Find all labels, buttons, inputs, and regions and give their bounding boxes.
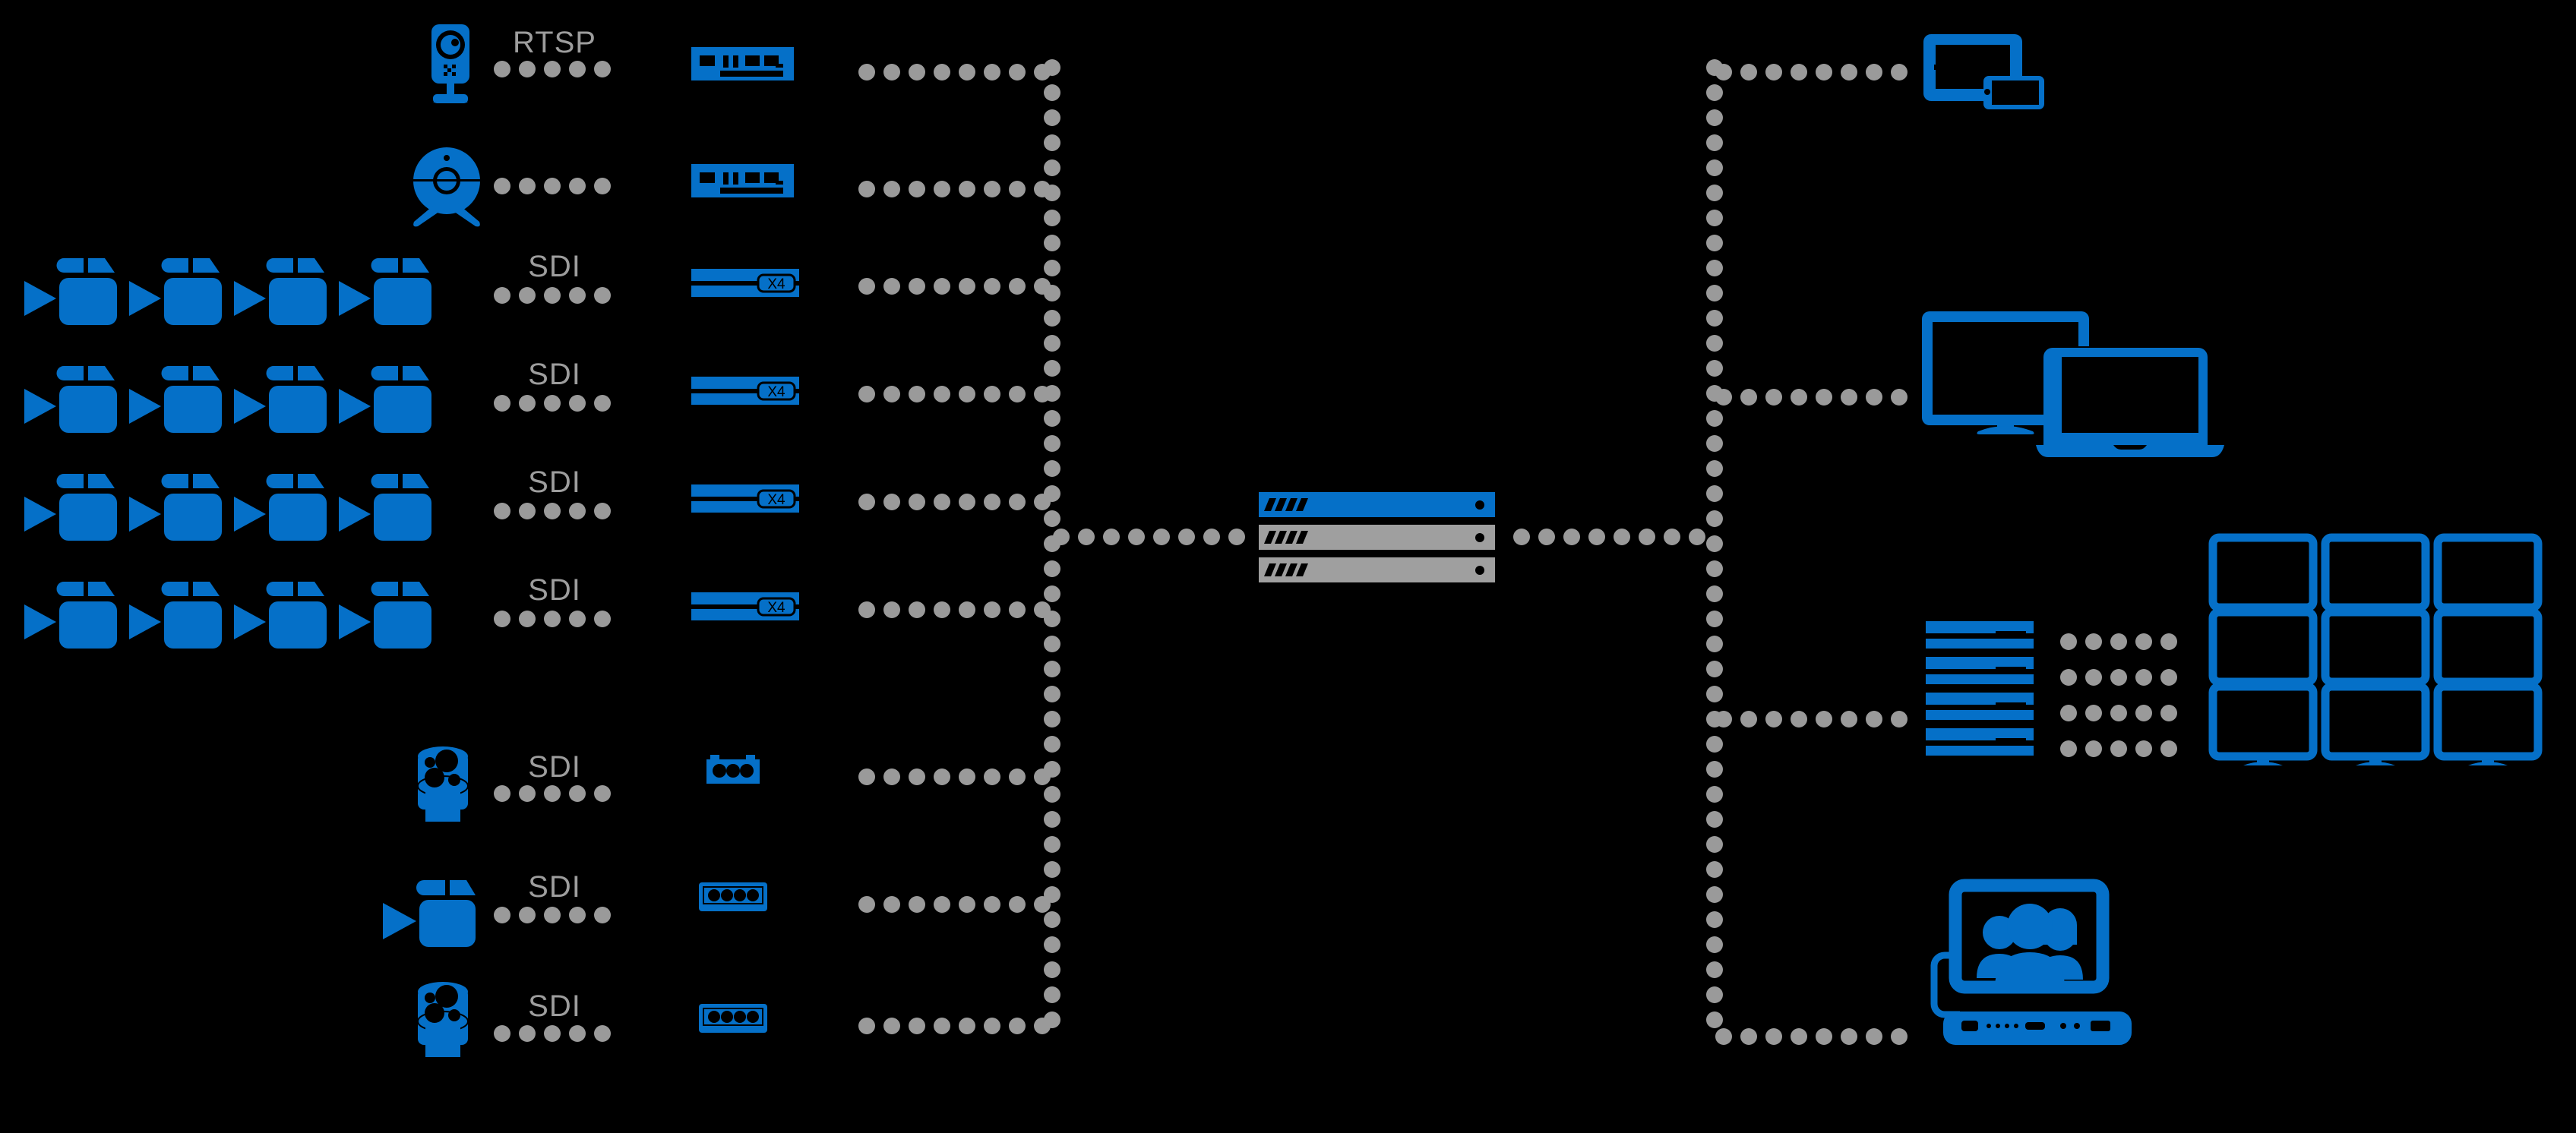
link-encoder-to-bus xyxy=(858,384,1056,404)
encoder-sdi-x4[interactable]: X4 xyxy=(691,481,799,518)
link-source-to-encoder xyxy=(494,393,623,413)
link-source-to-encoder xyxy=(494,784,623,803)
source-icon-video-camera[interactable] xyxy=(23,471,122,553)
distribution-bus-vertical xyxy=(1705,59,1724,1036)
ingest-bus-vertical xyxy=(1042,59,1062,1036)
destination-icon-video-conference[interactable] xyxy=(1930,872,2132,1054)
protocol-label-sdi: SDI xyxy=(528,358,581,391)
link-source-to-encoder xyxy=(494,59,623,79)
protocol-label-sdi: SDI xyxy=(528,250,581,283)
link-encoder-to-bus xyxy=(858,62,1056,82)
link-decoder-to-wall-1 xyxy=(2060,632,2182,652)
encoder-network-switch-2[interactable] xyxy=(691,164,794,200)
link-decoder-to-wall-4 xyxy=(2060,739,2182,759)
protocol-label-rtsp: RTSP xyxy=(513,26,596,59)
encoder-sdi-x4[interactable]: X4 xyxy=(691,374,799,410)
link-encoder-to-bus xyxy=(858,767,1056,787)
link-encoder-to-bus xyxy=(858,600,1056,620)
server-unit-3 xyxy=(1259,557,1495,582)
svg-text:X4: X4 xyxy=(767,600,785,616)
svg-text:X4: X4 xyxy=(767,384,785,400)
link-source-to-encoder xyxy=(494,501,623,521)
protocol-label-sdi: SDI xyxy=(528,573,581,607)
source-icon-ptz-dome-2[interactable] xyxy=(410,980,476,1065)
server-unit-2 xyxy=(1259,525,1495,550)
source-icon-video-camera[interactable] xyxy=(128,363,226,445)
core-server-stack[interactable] xyxy=(1259,492,1498,585)
encoder-3port[interactable] xyxy=(706,755,760,787)
protocol-label-sdi-box: SDI xyxy=(528,870,581,904)
source-icon-video-camera[interactable] xyxy=(337,579,436,661)
encoder-sdi-x4[interactable]: X4 xyxy=(691,589,799,626)
destination-icon-tablet-and-phone[interactable] xyxy=(1920,32,2050,123)
encoder-network-switch-1[interactable] xyxy=(691,47,794,84)
source-icon-video-camera[interactable] xyxy=(232,255,331,337)
source-icon-video-camera[interactable] xyxy=(23,579,122,661)
encoder-sdi-x4[interactable]: X4 xyxy=(691,266,799,302)
videowall-decoder-stack[interactable] xyxy=(1926,621,2036,762)
source-icon-video-camera[interactable] xyxy=(23,255,122,337)
decoder-unit xyxy=(1926,657,2034,684)
encoder-4port-1[interactable] xyxy=(699,879,767,914)
link-bus-to-mobile xyxy=(1715,62,1911,82)
source-icon-video-camera[interactable] xyxy=(128,471,226,553)
source-icon-webcam[interactable] xyxy=(403,144,491,229)
source-icon-video-camera[interactable] xyxy=(337,255,436,337)
link-source-to-encoder xyxy=(494,1024,623,1043)
destination-icon-monitor-and-laptop[interactable] xyxy=(1920,301,2224,460)
svg-text:X4: X4 xyxy=(767,492,785,508)
link-encoder-to-bus xyxy=(858,1016,1056,1036)
source-icon-video-camera[interactable] xyxy=(128,579,226,661)
source-icon-video-camera[interactable] xyxy=(232,363,331,445)
source-icon-video-camera[interactable] xyxy=(232,579,331,661)
server-to-distribution-bus xyxy=(1513,527,1715,547)
encoder-4port-2[interactable] xyxy=(699,1001,767,1036)
svg-text:X4: X4 xyxy=(767,276,785,292)
link-encoder-to-bus xyxy=(858,276,1056,296)
source-icon-video-camera[interactable] xyxy=(337,471,436,553)
link-encoder-to-bus xyxy=(858,492,1056,512)
protocol-label-sdi: SDI xyxy=(528,466,581,499)
link-bus-to-conference xyxy=(1715,1027,1911,1046)
source-icon-box-camera[interactable] xyxy=(380,877,479,961)
source-icon-video-camera[interactable] xyxy=(23,363,122,445)
ingest-bus-to-server xyxy=(1053,527,1250,547)
server-unit-1 xyxy=(1259,492,1495,517)
decoder-unit xyxy=(1926,693,2034,720)
source-icon-video-camera[interactable] xyxy=(128,255,226,337)
source-icon-ip-camera[interactable] xyxy=(412,21,482,105)
link-bus-to-videowall xyxy=(1715,709,1911,729)
link-source-to-encoder xyxy=(494,176,623,196)
link-source-to-encoder xyxy=(494,609,623,629)
decoder-unit xyxy=(1926,728,2034,756)
source-icon-ptz-dome-1[interactable] xyxy=(410,744,476,829)
link-source-to-encoder xyxy=(494,905,623,925)
decoder-unit xyxy=(1926,621,2034,649)
protocol-label-sdi-ptz-2: SDI xyxy=(528,989,581,1023)
link-source-to-encoder xyxy=(494,286,623,305)
link-decoder-to-wall-2 xyxy=(2060,667,2182,687)
link-decoder-to-wall-3 xyxy=(2060,703,2182,723)
destination-icon-video-wall[interactable] xyxy=(2207,532,2549,767)
source-icon-video-camera[interactable] xyxy=(232,471,331,553)
link-encoder-to-bus xyxy=(858,895,1056,914)
protocol-label-sdi-ptz-1: SDI xyxy=(528,750,581,784)
link-encoder-to-bus xyxy=(858,179,1056,199)
source-icon-video-camera[interactable] xyxy=(337,363,436,445)
link-bus-to-desktop xyxy=(1715,387,1911,407)
